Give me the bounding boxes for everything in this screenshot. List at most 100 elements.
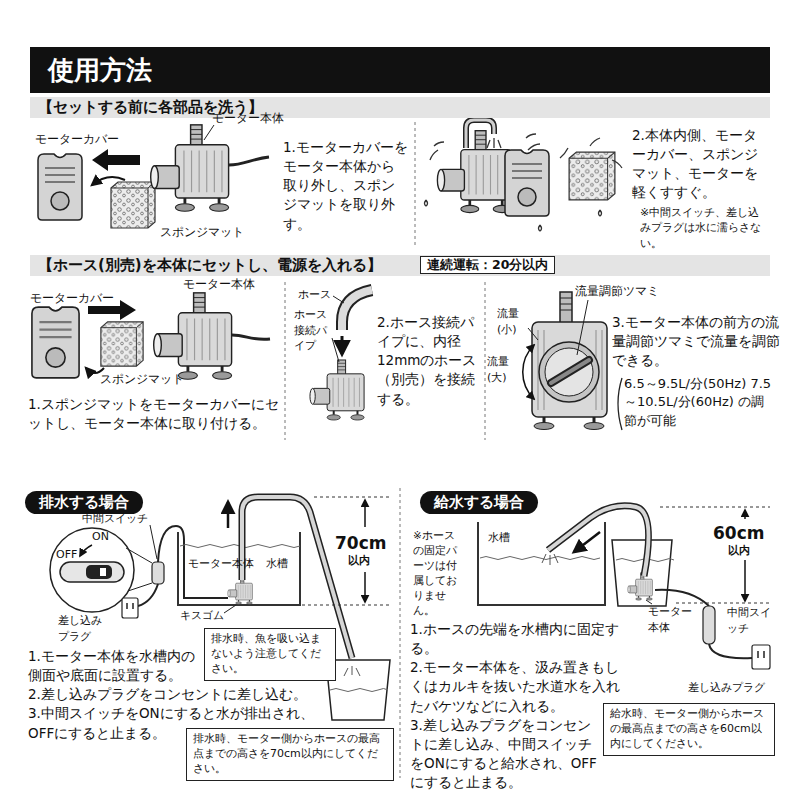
instruction-text: 2.ホース接続パイプに、内径12mmのホース（別売）を接続する。 <box>377 313 482 409</box>
node-text: 【ホース(別売)を本体にセットし、電源を入れる】 <box>38 255 770 276</box>
dimension-label: 以内 <box>348 553 378 569</box>
flow-dial-pump <box>560 292 572 324</box>
flow-dial-pump <box>551 360 589 383</box>
part-label: ホース接続パイプ <box>294 307 332 354</box>
drain-illustration <box>364 500 366 527</box>
drain-illustration <box>60 562 124 582</box>
flow-dial-pump <box>545 348 593 396</box>
supply-illustration <box>548 506 649 576</box>
dividers <box>400 488 401 778</box>
flow-dial-pump <box>532 322 607 417</box>
node-text: 給水時、モーター側からホースの最高点までの高さを60cm以内にしてください。 <box>610 707 768 752</box>
flow-dial-pump <box>544 417 594 424</box>
wash-step-1 <box>92 177 125 185</box>
drain-illustration <box>122 598 138 618</box>
drain-illustration <box>227 502 230 528</box>
wash-step-2 <box>425 134 623 231</box>
wash-step-1 <box>111 182 155 228</box>
part-label: 流量(小) <box>497 306 531 337</box>
part-label: 流量(大) <box>487 354 521 385</box>
drain-illustration <box>228 577 253 604</box>
hose-connection <box>342 290 372 330</box>
assembly-step-1 <box>32 293 270 379</box>
wash-step-1 <box>204 125 214 140</box>
drain-illustration <box>330 689 388 692</box>
wash-step-2 <box>505 150 549 216</box>
part-label: ホース <box>298 287 338 303</box>
drain-illustration <box>344 666 360 676</box>
drain-illustration <box>150 525 157 559</box>
supply-illustration <box>655 590 709 606</box>
duty-box: 連続運転：20分以内 <box>420 256 555 274</box>
part-label: モーターカバー <box>30 290 120 307</box>
part-label: 水槽 <box>488 530 518 546</box>
part-label: スポンジマット <box>100 371 190 388</box>
drain-illustration <box>314 497 392 498</box>
part-label: モーター本体 <box>648 604 694 635</box>
node-text: 排水時、モーター側からホースの最高点までの高さを70cm以内にしてください。 <box>193 732 387 777</box>
flow-dial-pump <box>618 378 622 430</box>
section-band: 【ホース(別売)を本体にセットし、電源を入れる】連続運転：20分以内 <box>30 255 770 276</box>
wash-step-2 <box>425 120 623 231</box>
dimension-label: 60cm <box>713 521 773 545</box>
supply-illustration <box>744 510 746 519</box>
part-label: ※中間スイッチ、差し込みプラグは水に濡らさない。 <box>640 205 765 252</box>
node-text: 排水する場合 <box>39 493 129 512</box>
wash-step-2 <box>430 134 622 168</box>
supply-illustration <box>548 506 649 576</box>
instruction-text: 2.差し込みプラグをコンセントに差し込む。 <box>28 685 328 704</box>
supply-illustration <box>628 573 653 600</box>
flow-dial-pump <box>523 292 622 430</box>
part-label: モーター本体 <box>188 556 263 572</box>
part-label: キスゴム <box>180 608 240 624</box>
supply-illustration <box>480 557 600 560</box>
title-band <box>30 47 770 93</box>
wash-step-2 <box>437 131 511 213</box>
hose-connection <box>310 360 364 420</box>
page-title: 使用方法 <box>48 53 152 87</box>
instruction-text: 1.スポンジマットをモーターカバーにセットし、モーター本体に取り付ける。 <box>28 395 290 433</box>
part-label: モーターカバー <box>35 131 125 148</box>
part-label: 流量調節ツマミ <box>575 283 670 300</box>
supply-illustration <box>676 603 770 604</box>
wash-step-2 <box>569 152 615 200</box>
part-label: 中間スイッチ <box>727 605 773 636</box>
node-text: 【セットする前に各部品を洗う】 <box>38 97 770 118</box>
dimension-label: 70cm <box>335 531 395 555</box>
assembly-step-1 <box>32 307 79 378</box>
node-text: 排水時、魚を吸い込まないよう注意してください。 <box>211 632 329 677</box>
hose-connection <box>342 290 372 330</box>
drain-illustration <box>100 568 106 576</box>
case-heading: 給水する場合 <box>420 491 538 514</box>
flow-dial-pump <box>584 423 604 430</box>
drain-illustration <box>50 528 134 612</box>
caution-box: 排水時、魚を吸い込まないよう注意してください。 <box>204 628 336 681</box>
hose-connection <box>332 296 344 362</box>
wash-step-1 <box>229 157 269 165</box>
part-label: モーター本体 <box>212 110 302 127</box>
wash-step-2 <box>487 138 501 148</box>
dividers <box>485 282 486 440</box>
instruction-text: 6.5～9.5L/分(50Hz) 7.5～10.5L/分(60Hz) の調節が可… <box>624 375 774 430</box>
supply-illustration <box>542 554 558 565</box>
flow-dial-pump <box>534 423 554 430</box>
drain-illustration <box>138 584 158 606</box>
section-band: 【セットする前に各部品を洗う】 <box>30 97 770 118</box>
part-label: ※ホースの固定パーツは付属しておりません。 <box>413 528 465 617</box>
supply-illustration <box>758 651 764 658</box>
instruction-text: 1.モーター本体を水槽内の側面や底面に設置する。 <box>28 647 200 685</box>
drain-illustration <box>80 545 92 556</box>
assembly-step-1 <box>232 335 270 339</box>
dimension-label: 以内 <box>728 543 758 559</box>
drain-illustration <box>152 562 164 584</box>
caution-box: 給水時、モーター側からホースの最高点までの高さを60cm以内にしてください。 <box>603 703 775 756</box>
instruction-text: 2.モーター本体を、汲み置きもしくはカルキを抜いた水道水を入れたバケツなどに入れ… <box>410 658 632 715</box>
part-label: ON <box>92 529 122 545</box>
instruction-text: 3.モーター本体の前方の流量調節ツマミで流量を調節できる。 <box>612 313 780 370</box>
node-text: 給水する場合 <box>434 493 524 512</box>
dividers <box>415 122 416 248</box>
drain-illustration <box>127 603 133 609</box>
supply-illustration <box>744 560 746 601</box>
supply-illustration <box>752 645 770 669</box>
